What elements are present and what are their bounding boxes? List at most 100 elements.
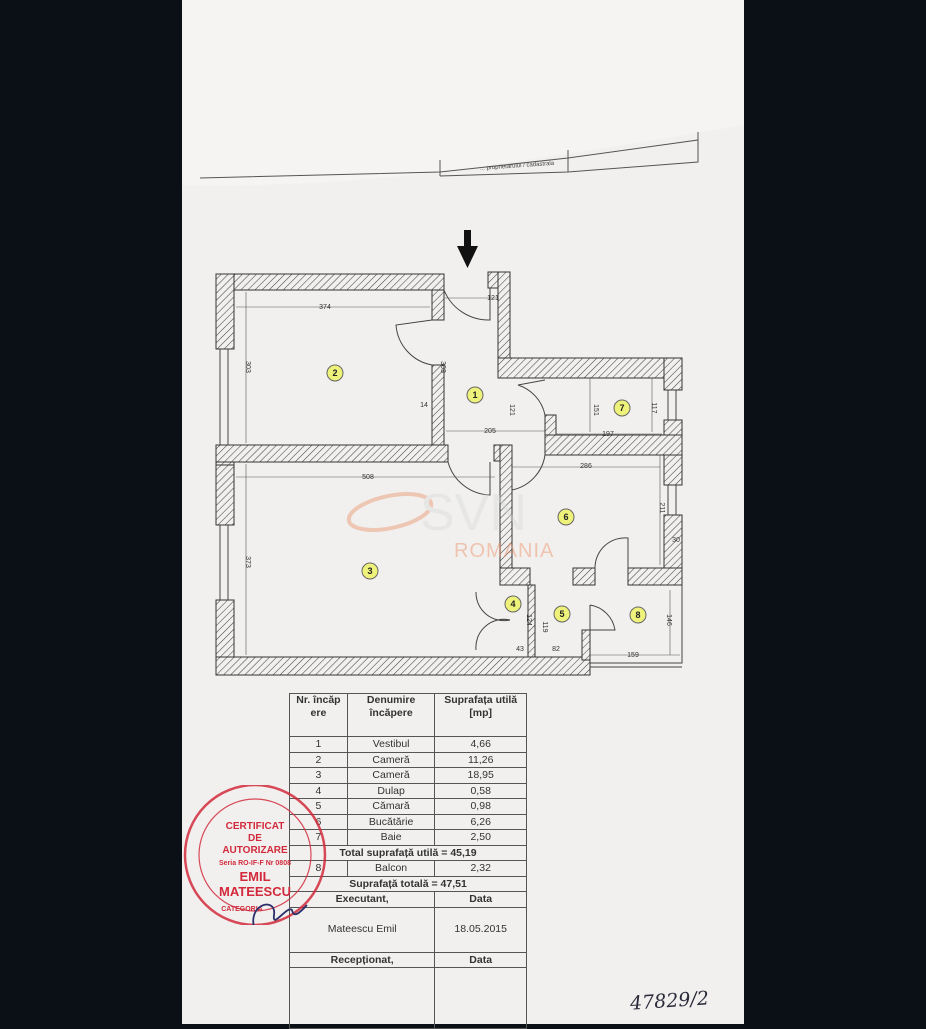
table-cell [434,967,527,1029]
dimension-label: 121 [508,404,515,416]
room-marker: 4 [504,595,522,613]
dimension-lines [236,292,680,656]
dimension-label: 197 [602,431,614,438]
svg-text:SVN: SVN [420,484,527,542]
table-cell: Dulap [346,782,436,799]
dimension-label: 508 [362,474,374,481]
room-marker: 1 [466,386,484,404]
table-cell: 2 [289,751,348,768]
table-cell: 18,95 [434,767,527,784]
dimension-label: 124 [525,614,532,626]
table-cell: Balcon [346,860,436,877]
table-cell: Vestibul [346,736,436,753]
table-cell: Executant, [288,891,436,908]
table-cell: Mateescu Emil [288,906,436,953]
table-cell: 1 [289,736,348,753]
header-nr: Nr. încăp ere [289,693,348,737]
dimension-label: 374 [319,304,331,311]
svg-text:7: 7 [619,403,624,413]
door-swings [395,288,629,651]
table-cell: 11,26 [434,751,527,768]
dimension-label: 121 [487,295,499,302]
svg-text:3: 3 [367,566,372,576]
room-marker: 6 [557,508,575,526]
dimension-label: 14 [420,402,428,409]
table-cell: 7 [289,829,348,846]
dimension-label: 30 [672,537,680,544]
table-cell: 18.05.2015 [434,906,527,953]
dimension-label: 303 [244,361,251,373]
dimension-label: 117 [650,402,657,413]
svg-text:2: 2 [332,368,337,378]
svg-text:6: 6 [563,512,568,522]
table-cell: 8 [289,860,348,877]
table-cell: Cameră [346,767,436,784]
table-cell [288,967,436,1029]
room-marker: 2 [326,364,344,382]
dimension-label: 43 [516,646,524,653]
table-row: Suprafață totală = 47,51 [289,875,527,892]
table-cell: 0,98 [434,798,527,815]
table-cell: 4,66 [434,736,527,753]
total-useful-area: Total suprafață utilă = 45,19 [289,844,527,861]
table-cell: 0,58 [434,782,527,799]
room-marker: 5 [553,605,571,623]
dimension-label: 146 [665,614,672,626]
table-cell: 2,32 [434,860,527,877]
table-cell: 6,26 [434,813,527,830]
total-area: Suprafață totală = 47,51 [289,875,527,892]
table-cell: Bucătărie [346,813,436,830]
room-marker: 3 [361,562,379,580]
table-cell: Cameră [346,751,436,768]
walls [215,271,683,676]
windows [219,349,683,668]
svg-text:4: 4 [510,599,515,609]
table-cell: Recepționat, [288,951,436,968]
dimension-label: 286 [580,463,592,470]
svg-text:5: 5 [559,609,564,619]
table-cell: Cămară [346,798,436,815]
room-marker: 7 [613,399,631,417]
arrow-down-icon [457,230,478,268]
table-cell: Baie [346,829,436,846]
table-row: Executant,Data [288,891,527,908]
header-name: Denumire încăpere [346,693,436,737]
table-cell: 4 [289,782,348,799]
table-cell: 2,50 [434,829,527,846]
table-row: Total suprafață utilă = 45,19 [289,844,527,861]
table-cell: 5 [289,798,348,815]
table-cell: 3 [289,767,348,784]
top-sheet-fragment: ... proprietarului / cadastrala [480,161,555,172]
dimension-label: 159 [627,652,639,659]
table-cell: Data [434,951,527,968]
svg-text:1: 1 [472,390,477,400]
top-sheet [182,0,744,186]
dimension-label: 303 [439,361,446,373]
room-marker: 8 [629,606,647,624]
room-markers: 1 2 3 4 5 6 7 8 [326,364,647,624]
dimension-label: 211 [658,502,665,513]
dimension-label: 82 [552,646,560,653]
table-row: Recepționat,Data [288,951,527,968]
dimension-label: 151 [592,404,599,416]
table-cell: 6 [289,813,348,830]
svg-text:8: 8 [635,610,640,620]
dimension-label: 205 [484,428,496,435]
table-cell: Data [434,891,527,908]
header-area: Suprafața utilă [mp] [434,693,527,737]
table-row [288,967,527,1029]
watermark-logo: SVN [346,484,527,542]
dimension-label: 119 [541,621,548,632]
